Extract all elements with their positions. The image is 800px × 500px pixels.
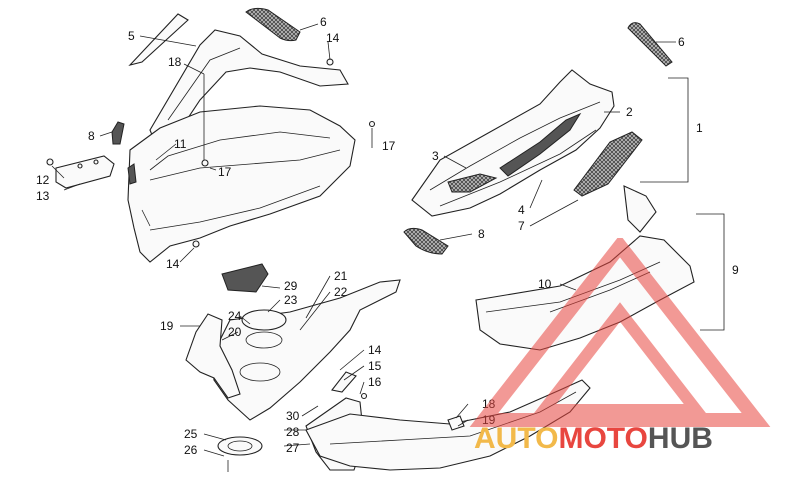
callout-30: 30 [286,409,300,423]
callout-19-left: 19 [160,319,174,333]
callout-6-right: 6 [678,35,685,49]
callout-7: 7 [518,219,525,233]
callout-29: 29 [284,279,298,293]
callout-17-center: 17 [218,165,232,179]
nut-14-bottom [192,240,200,248]
callout-26: 26 [184,443,198,457]
bracket-19 [185,313,241,399]
bolt-12 [46,158,54,166]
callout-27: 27 [286,441,300,455]
callout-28: 28 [286,425,300,439]
callout-20: 20 [228,325,242,339]
callout-14-mid: 14 [368,343,382,357]
automotohub-watermark: AUTOMOTOHUB [469,238,771,455]
callout-3: 3 [432,149,439,163]
skid-plate [305,379,591,471]
callout-9: 9 [732,263,739,277]
mesh-panel-7 [573,131,643,197]
bracket-8 [111,121,125,145]
callout-5: 5 [128,29,135,43]
fastener-17-center [201,159,209,167]
screw-17-right [368,120,376,128]
gasket-23 [241,309,287,331]
callout-12: 12 [36,173,50,187]
callout-21: 21 [334,269,348,283]
clip-15 [331,371,357,393]
hinge-block-13 [55,155,115,189]
leader-lines [51,23,676,457]
callout-14-bottom: 14 [166,257,180,271]
decal-mesh-3 [447,173,498,193]
callout-22: 22 [334,285,348,299]
callout-1: 1 [696,121,703,135]
callout-16: 16 [368,375,382,389]
mesh-insert-8 [403,227,449,255]
decal-logo-3 [499,112,582,177]
callout-14-top: 14 [326,31,340,45]
callout-11: 11 [174,137,187,151]
watermark-moto: MOTO [558,422,647,455]
callout-24: 24 [228,309,242,323]
callout-10: 10 [538,277,552,291]
callout-4: 4 [518,203,525,217]
callout-25: 25 [184,427,198,441]
clip-18 [447,415,465,431]
callout-8-right: 8 [478,227,485,241]
callout-23: 23 [284,293,298,307]
callout-18-top: 18 [168,55,182,69]
callout-6-left: 6 [320,15,327,29]
callout-15: 15 [368,359,382,373]
hood-assembly-left [46,7,376,263]
front-shell [127,105,356,263]
watermark-hub: HUB [648,422,713,455]
callout-labels: 5 6 14 18 8 11 17 17 12 13 14 6 2 1 3 4 … [36,15,739,457]
bracket-line-1 [640,77,689,183]
callout-2: 2 [626,105,633,119]
callout-17-right: 17 [382,139,396,153]
watermark-text: AUTOMOTOHUB [474,422,713,455]
vent-grille-6 [245,7,301,42]
watermark-auto: AUTO [474,422,558,455]
belly-pan-21 [211,279,401,421]
watermark-triangle-icon [469,238,771,427]
callout-8-left: 8 [88,129,95,143]
vent-grille-6-right [627,22,673,67]
callout-13: 13 [36,189,50,203]
grommet-25 [217,436,263,456]
side-panel-assembly-right [403,22,689,255]
plate-29 [221,263,269,293]
